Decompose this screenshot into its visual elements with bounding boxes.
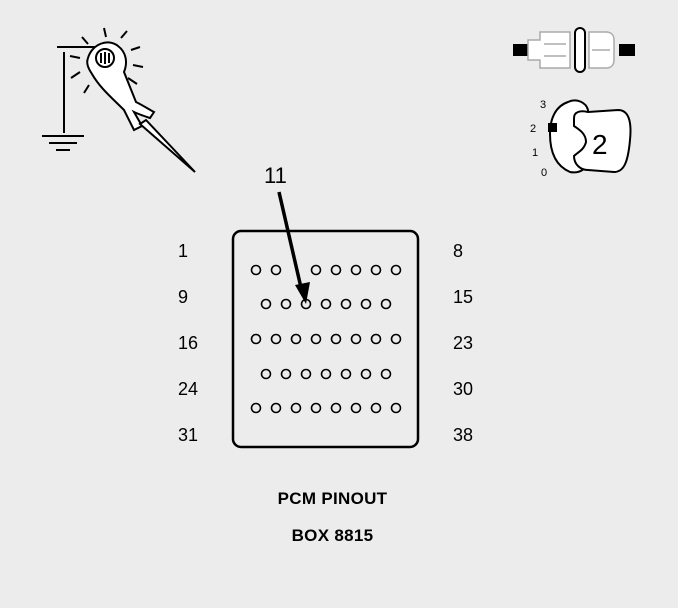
caption-subtitle: BOX 8815 (291, 526, 374, 545)
connector-pin (340, 368, 352, 380)
connector-pin (390, 402, 402, 414)
connector-pin (310, 264, 322, 276)
connector-pin (250, 264, 262, 276)
connector-pin (340, 298, 352, 310)
connector-pin (390, 264, 402, 276)
connector-pin (330, 402, 342, 414)
row-labels-right: 8 15 23 30 38 (453, 241, 473, 445)
connector-pin (370, 264, 382, 276)
connector-pin (310, 402, 322, 414)
connector-pin (270, 264, 282, 276)
connector-pin (250, 402, 262, 414)
lamp-probe-tip (138, 118, 196, 173)
ignition-key-head (572, 108, 632, 174)
connector-pin (290, 402, 302, 414)
row-label-left: 16 (178, 333, 198, 353)
connector-pin (350, 333, 362, 345)
row-label-right: 23 (453, 333, 473, 353)
connector-pin (310, 333, 322, 345)
row-labels-left: 1 9 16 24 31 (178, 241, 198, 445)
connector-pin (380, 298, 392, 310)
row-label-left: 24 (178, 379, 198, 399)
connector-pin (350, 402, 362, 414)
lamp-glow-rays-icon (69, 27, 144, 94)
connector-pin (280, 298, 292, 310)
connector-face (231, 229, 420, 449)
caption-title: PCM PINOUT (277, 489, 388, 508)
row-label-right: 8 (453, 241, 463, 261)
ignition-position-1: 1 (532, 147, 538, 159)
probe-pin-label: 11 (264, 163, 287, 188)
row-label-left: 9 (178, 287, 188, 307)
connector-pin (330, 333, 342, 345)
row-label-left: 1 (178, 241, 188, 261)
ignition-key-label: 2 (592, 129, 608, 160)
connector-pin (370, 402, 382, 414)
connector-pin (270, 333, 282, 345)
probe-pointer-arrow: 11 (264, 163, 310, 304)
connector-pin (370, 333, 382, 345)
ignition-position-2: 2 (530, 123, 536, 135)
row-label-right: 38 (453, 425, 473, 445)
ignition-key-icon: 3 2 1 0 2 (530, 99, 632, 179)
test-lamp-icon (42, 27, 196, 173)
arrow-head-icon (295, 282, 310, 304)
connector-pin (270, 402, 282, 414)
connector-pin (390, 333, 402, 345)
row-label-right: 30 (453, 379, 473, 399)
connector-pin (330, 264, 342, 276)
connector-disconnect-icon (513, 27, 635, 73)
connector-pin (260, 298, 272, 310)
connector-pin (300, 368, 312, 380)
row-label-right: 15 (453, 287, 473, 307)
ignition-position-0: 0 (541, 167, 547, 179)
connector-pin (320, 368, 332, 380)
ignition-position-marker (548, 123, 557, 132)
connector-pin (320, 298, 332, 310)
connector-pin (380, 368, 392, 380)
connector-pin (350, 264, 362, 276)
connector-pins (250, 264, 402, 414)
ignition-position-3: 3 (540, 99, 546, 111)
connector-pin (260, 368, 272, 380)
connector-pin (280, 368, 292, 380)
connector-pin (290, 333, 302, 345)
connector-pin (250, 333, 262, 345)
connector-pin (360, 368, 372, 380)
connector-pin (360, 298, 372, 310)
row-label-left: 31 (178, 425, 198, 445)
